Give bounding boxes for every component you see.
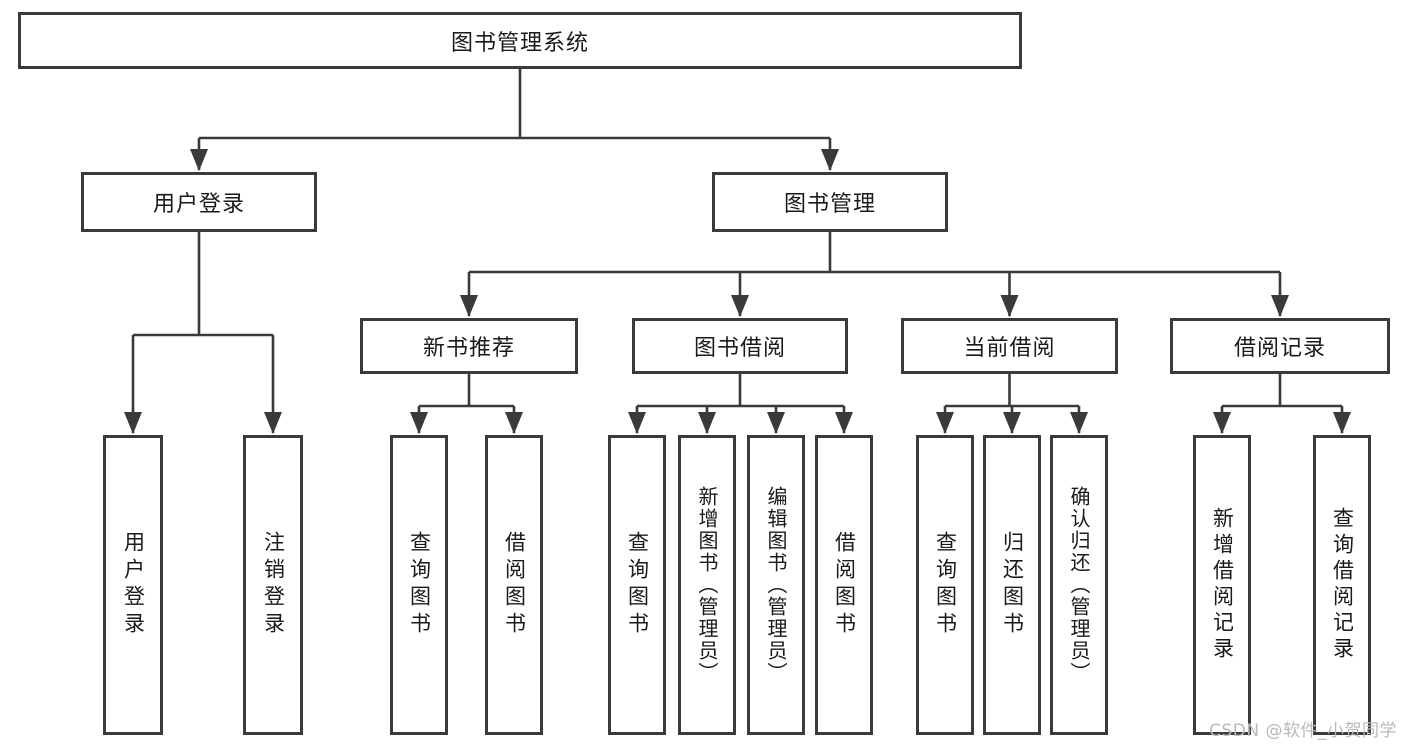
arrow-head-icon xyxy=(628,412,646,434)
node-leaf-query-book-1[interactable]: 查询图书 xyxy=(390,435,448,735)
node-label: 查询图书 xyxy=(407,531,432,639)
node-label: 用户登录 xyxy=(152,192,245,217)
arrow-head-icon xyxy=(1333,412,1351,434)
node-label: 查询借阅记录 xyxy=(1330,507,1355,663)
node-label: 新增图书（管理员） xyxy=(695,486,719,684)
node-borrow-record[interactable]: 借阅记录 xyxy=(1170,318,1390,374)
arrow-head-icon xyxy=(835,412,853,434)
node-label: 注销登录 xyxy=(261,531,286,639)
node-leaf-borrow-book-1[interactable]: 借阅图书 xyxy=(485,435,543,735)
node-label: 借阅图书 xyxy=(502,531,527,639)
arrow-head-icon xyxy=(821,149,839,171)
node-label: 归还图书 xyxy=(1000,531,1025,639)
arrow-head-icon xyxy=(731,295,749,317)
node-label: 查询图书 xyxy=(933,531,958,639)
arrow-head-icon xyxy=(190,149,208,171)
arrow-head-icon xyxy=(1271,295,1289,317)
node-user-login[interactable]: 用户登录 xyxy=(81,172,317,232)
arrow-head-icon xyxy=(698,412,716,434)
node-label: 新增借阅记录 xyxy=(1210,507,1235,663)
arrow-head-icon xyxy=(124,412,142,434)
node-leaf-query-book-2[interactable]: 查询图书 xyxy=(608,435,666,735)
connectors-layer xyxy=(124,69,1351,434)
arrow-head-icon xyxy=(1070,412,1088,434)
node-leaf-query-record[interactable]: 查询借阅记录 xyxy=(1313,435,1371,735)
node-root-root[interactable]: 图书管理系统 xyxy=(18,12,1022,69)
arrow-head-icon xyxy=(936,412,954,434)
node-label: 图书管理系统 xyxy=(450,30,589,56)
arrow-head-icon xyxy=(264,412,282,434)
arrow-head-icon xyxy=(1003,412,1021,434)
node-label: 用户登录 xyxy=(121,531,146,639)
arrow-head-icon xyxy=(1213,412,1231,434)
arrow-head-icon xyxy=(1000,295,1019,317)
node-label: 查询图书 xyxy=(625,531,650,639)
node-label: 借阅图书 xyxy=(832,531,857,639)
node-label: 当前借阅 xyxy=(963,336,1056,361)
node-leaf-add-book[interactable]: 新增图书（管理员） xyxy=(678,435,736,735)
node-label: 编辑图书（管理员） xyxy=(764,486,788,684)
node-book-management[interactable]: 图书管理 xyxy=(712,172,948,232)
arrow-head-icon xyxy=(410,412,428,434)
arrow-head-icon xyxy=(460,295,478,317)
node-label: 图书管理 xyxy=(783,192,876,217)
node-new-book-recommend[interactable]: 新书推荐 xyxy=(360,318,578,374)
node-leaf-borrow-book-2[interactable]: 借阅图书 xyxy=(815,435,873,735)
node-label: 新书推荐 xyxy=(422,336,515,361)
node-leaf-add-record[interactable]: 新增借阅记录 xyxy=(1193,435,1251,735)
arrow-head-icon xyxy=(767,412,785,434)
arrow-head-icon xyxy=(505,412,523,434)
node-label: 图书借阅 xyxy=(693,336,786,361)
node-label: 借阅记录 xyxy=(1233,336,1326,361)
node-leaf-logout-login[interactable]: 注销登录 xyxy=(243,435,303,735)
node-leaf-edit-book[interactable]: 编辑图书（管理员） xyxy=(747,435,805,735)
node-book-borrow[interactable]: 图书借阅 xyxy=(632,318,848,374)
node-leaf-query-book-3[interactable]: 查询图书 xyxy=(916,435,974,735)
node-leaf-return-book[interactable]: 归还图书 xyxy=(983,435,1041,735)
node-current-borrow[interactable]: 当前借阅 xyxy=(901,318,1118,374)
node-label: 确认归还（管理员） xyxy=(1067,486,1091,684)
node-leaf-confirm-return[interactable]: 确认归还（管理员） xyxy=(1050,435,1108,735)
node-leaf-user-login[interactable]: 用户登录 xyxy=(103,435,163,735)
